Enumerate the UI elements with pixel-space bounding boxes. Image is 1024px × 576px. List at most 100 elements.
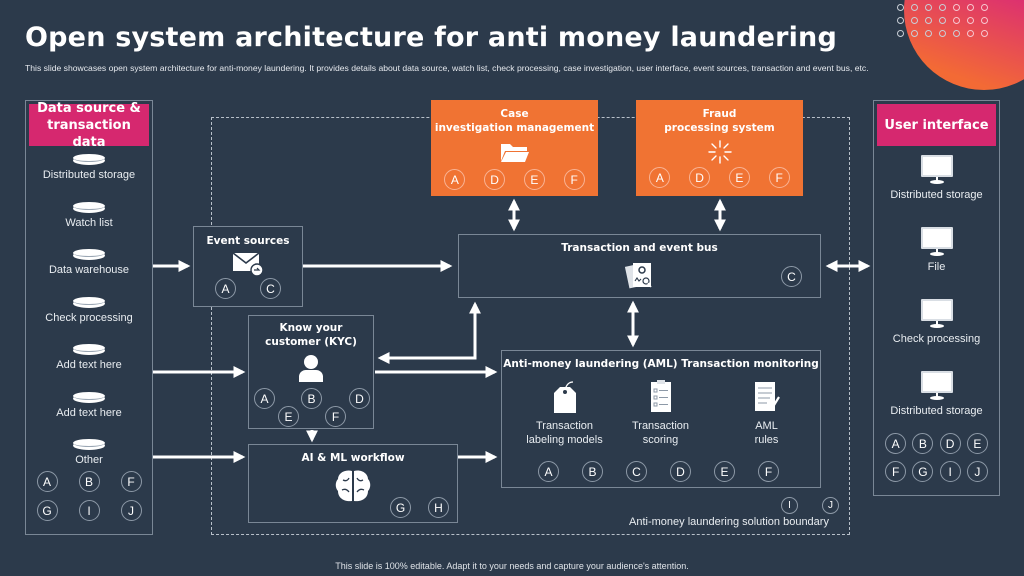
badge: A xyxy=(885,433,907,454)
badge: A xyxy=(215,278,236,299)
badge: E xyxy=(278,406,299,427)
aml-monitoring-box: Anti-money laundering (AML) Transaction … xyxy=(501,350,821,488)
badge: B xyxy=(912,433,934,454)
data-source-badges: A B F xyxy=(26,471,152,492)
document-pen-icon xyxy=(714,379,819,415)
user-interface-panel: User interface Distributed storage File … xyxy=(873,100,1000,496)
aml-badges: A B C D E F xyxy=(538,461,779,482)
sparkle-icon xyxy=(636,139,803,165)
badge: A xyxy=(36,471,58,492)
database-icon xyxy=(73,439,105,451)
badge: A xyxy=(254,388,275,409)
event-sources-badges: A C xyxy=(194,278,302,299)
badge: F xyxy=(885,461,907,482)
data-source-badges: G I J xyxy=(26,500,152,521)
folder-icon xyxy=(431,141,598,163)
monitor-icon xyxy=(920,227,953,257)
data-source-item: Check processing xyxy=(26,296,152,345)
user-interface-item: Distributed storage xyxy=(874,155,999,227)
monitor-icon xyxy=(920,155,953,185)
event-sources-box: Event sources A C xyxy=(193,226,303,307)
boundary-label: Anti-money laundering solution boundary xyxy=(629,516,829,528)
data-source-item: Add text here xyxy=(26,391,152,440)
footer-note: This slide is 100% editable. Adapt it to… xyxy=(335,561,689,571)
user-interface-item: File xyxy=(874,227,999,299)
badge: D xyxy=(349,388,370,409)
ui-badges: F G I J xyxy=(874,461,999,482)
decorative-dot-grid xyxy=(897,4,989,37)
badge: G xyxy=(36,500,58,521)
user-icon xyxy=(249,354,373,382)
data-source-item: Watch list xyxy=(26,201,152,250)
monitor-icon xyxy=(920,371,953,401)
badge: B xyxy=(78,471,100,492)
badge: D xyxy=(939,433,961,454)
badge: G xyxy=(390,497,411,518)
ui-badges: A B D E xyxy=(874,433,999,454)
badge: D xyxy=(484,169,506,190)
event-sources-title: Event sources xyxy=(206,235,290,247)
badge: E xyxy=(523,169,545,190)
brain-icon xyxy=(249,468,457,504)
database-icon xyxy=(73,249,105,261)
badge: D xyxy=(689,167,711,188)
badge: A xyxy=(538,461,559,482)
database-icon xyxy=(73,344,105,356)
event-bus-title: Transaction and event bus xyxy=(561,242,718,254)
badge: E xyxy=(966,433,988,454)
badge: A xyxy=(649,167,671,188)
badge: D xyxy=(670,461,691,482)
case-badges: A D E F xyxy=(431,169,598,190)
data-source-panel: Data source & transaction data Distribut… xyxy=(25,100,153,535)
data-source-title: Data source & transaction data xyxy=(29,101,149,150)
badge: F xyxy=(325,406,346,427)
data-source-item: Distributed storage xyxy=(26,154,152,202)
database-icon xyxy=(73,296,105,309)
tag-icon xyxy=(512,379,617,415)
badge: E xyxy=(728,167,750,188)
badge: C xyxy=(260,278,281,299)
user-interface-item: Check processing xyxy=(874,299,999,371)
database-icon xyxy=(73,391,105,404)
badge: B xyxy=(582,461,603,482)
database-icon xyxy=(73,154,105,166)
data-source-item: Add text here xyxy=(26,344,152,392)
user-interface-title: User interface xyxy=(877,104,996,146)
data-source-item: Other xyxy=(26,439,152,469)
badge: B xyxy=(301,388,322,409)
badge: F xyxy=(563,169,585,190)
badge: H xyxy=(428,497,449,518)
boundary-badge-j: J xyxy=(822,497,839,514)
fraud-badges: A D E F xyxy=(636,167,803,188)
ai-ml-box: AI & ML workflow G H xyxy=(248,444,458,523)
badge: F xyxy=(768,167,790,188)
monitor-icon xyxy=(920,299,953,329)
page-subtitle: This slide showcases open system archite… xyxy=(25,63,869,73)
user-interface-item: Distributed storage xyxy=(874,371,999,433)
badge: A xyxy=(444,169,466,190)
database-icon xyxy=(73,201,105,214)
badge: C xyxy=(781,266,802,287)
badge: C xyxy=(626,461,647,482)
badge: J xyxy=(966,461,988,482)
badge: E xyxy=(714,461,735,482)
transaction-document-icon xyxy=(459,261,820,291)
badge: F xyxy=(120,471,142,492)
badge: I xyxy=(78,500,100,521)
page-title: Open system architecture for anti money … xyxy=(25,22,838,53)
event-bus-box: Transaction and event bus C xyxy=(458,234,821,298)
mail-icon xyxy=(194,251,302,277)
badge: G xyxy=(912,461,934,482)
ai-ml-title: AI & ML workflow xyxy=(301,452,405,464)
data-source-item: Data warehouse xyxy=(26,249,152,297)
aml-monitoring-title: Anti-money laundering (AML) Transaction … xyxy=(503,358,819,370)
